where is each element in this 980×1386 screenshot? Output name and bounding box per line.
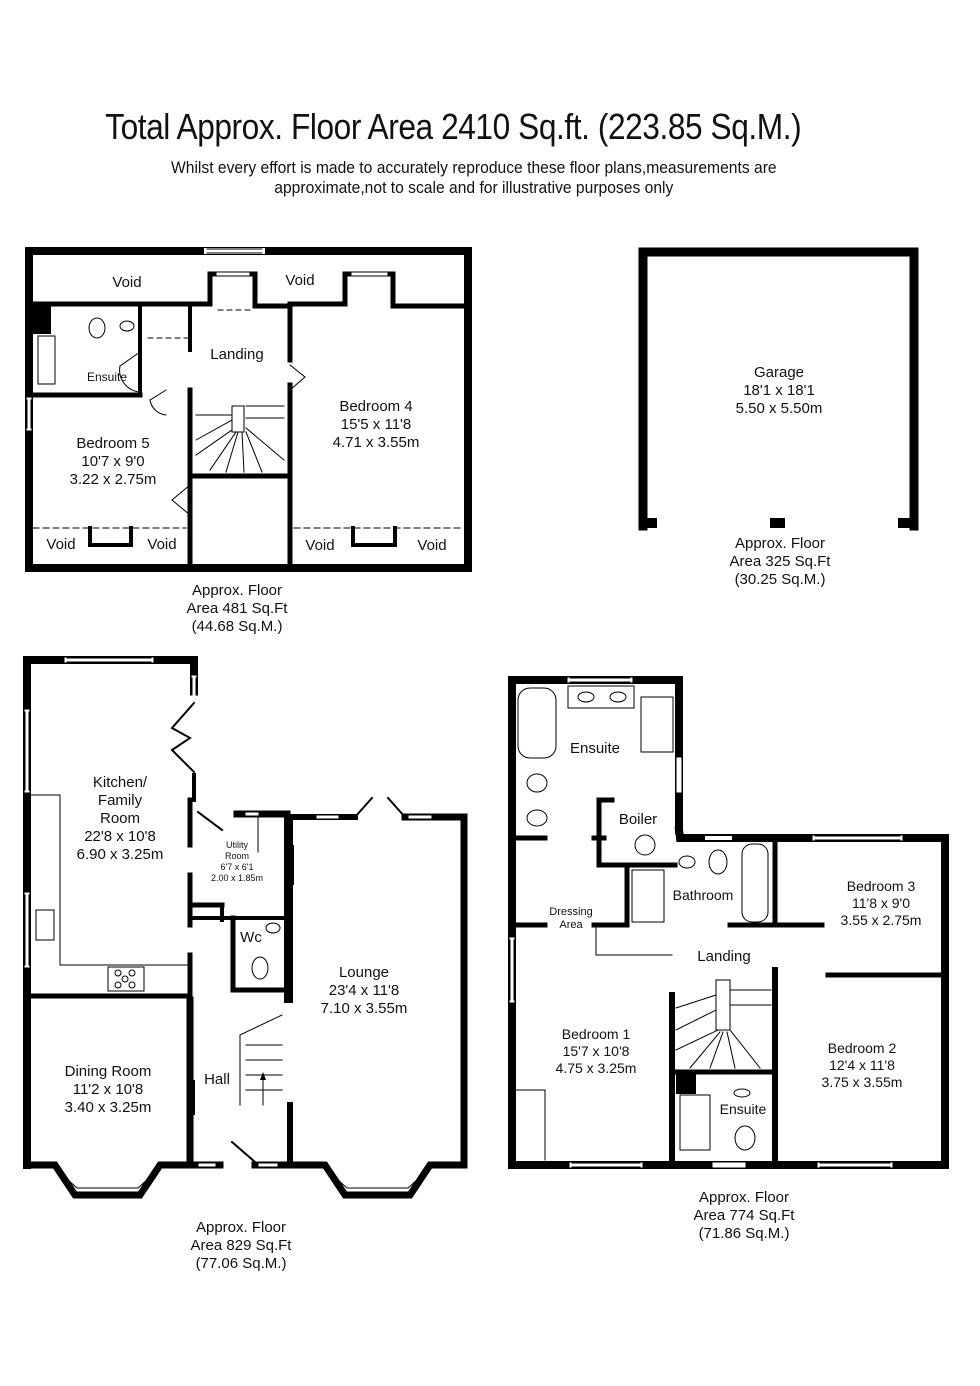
room-name: Room <box>224 851 249 861</box>
second-floor-area-caption: Approx. Floor Area 481 Sq.Ft (44.68 Sq.M… <box>187 582 288 636</box>
ground-floor-area-caption: Approx. Floor Area 829 Sq.Ft (77.06 Sq.M… <box>191 1219 292 1273</box>
room-name: Garage <box>753 364 805 381</box>
room-name: Utility <box>226 840 248 850</box>
caption-line: (77.06 Sq.M.) <box>195 1255 287 1272</box>
room-dimensions-metric: 6.90 x 3.25m <box>76 846 164 863</box>
room-label-ensuite: Ensuite <box>86 370 128 384</box>
caption-line: Area 481 Sq.Ft <box>186 600 288 617</box>
room-name: Family <box>97 792 143 809</box>
room-dimensions-imperial: 6'7 x 6'1 <box>220 862 254 872</box>
garage-area-caption: Approx. Floor Area 325 Sq.Ft (30.25 Sq.M… <box>730 535 831 589</box>
room-label-bedroom4: Bedroom 4 15'5 x 11'8 4.71 x 3.55m <box>333 398 420 452</box>
room-label-hall: Hall <box>204 1071 230 1088</box>
garage-plan <box>638 247 919 531</box>
room-dimensions-imperial: 11'8 x 9'0 <box>851 895 911 911</box>
room-label-void: Void <box>305 537 335 554</box>
room-label-lounge: Lounge 23'4 x 11'8 7.10 x 3.55m <box>321 964 408 1018</box>
room-label-landing: Landing <box>210 346 264 363</box>
caption-line: Approx. Floor <box>734 535 826 552</box>
room-dimensions-metric: 5.50 x 5.50m <box>735 400 823 417</box>
room-label-dressing-area: Dressing Area <box>549 906 592 932</box>
room-label-boiler: Boiler <box>618 811 658 828</box>
first-floor-plan <box>508 676 949 1169</box>
room-dimensions-imperial: 15'7 x 10'8 <box>562 1043 630 1059</box>
room-label-wc: Wc <box>240 929 262 946</box>
room-dimensions-imperial: 23'4 x 11'8 <box>328 982 400 999</box>
caption-line: Approx. Floor <box>698 1189 790 1206</box>
room-dimensions-metric: 4.75 x 3.25m <box>555 1060 637 1076</box>
room-name: Bedroom 2 <box>827 1040 897 1056</box>
room-label-garage: Garage 18'1 x 18'1 5.50 x 5.50m <box>736 364 823 418</box>
room-dimensions-imperial: 12'4 x 11'8 <box>829 1057 895 1073</box>
room-label-ensuite-b2: Ensuite <box>719 1101 767 1117</box>
disclaimer-line-1: Whilst every effort is made to accuratel… <box>170 158 777 177</box>
room-dimensions-imperial: 15'5 x 11'8 <box>340 416 412 433</box>
room-label-bedroom5: Bedroom 5 10'7 x 9'0 3.22 x 2.75m <box>70 435 157 489</box>
caption-line: Area 829 Sq.Ft <box>190 1237 292 1254</box>
ground-floor-plan <box>23 656 468 1199</box>
room-name: Dressing <box>549 906 593 918</box>
room-name: Bedroom 5 <box>76 435 150 452</box>
room-dimensions-metric: 3.55 x 2.75m <box>840 912 922 928</box>
room-label-dining: Dining Room 11'2 x 10'8 3.40 x 3.25m <box>65 1063 152 1117</box>
room-dimensions-imperial: 10'7 x 9'0 <box>81 453 145 470</box>
room-dimensions-metric: 7.10 x 3.55m <box>320 1000 408 1017</box>
room-dimensions-imperial: 18'1 x 18'1 <box>743 382 815 399</box>
room-label-kitchen: Kitchen/ Family Room 22'8 x 10'8 6.90 x … <box>77 774 164 864</box>
room-label-bedroom2: Bedroom 2 12'4 x 11'8 3.75 x 3.55m <box>822 1040 903 1091</box>
room-label-void: Void <box>46 536 76 553</box>
room-dimensions-metric: 3.75 x 3.55m <box>821 1074 903 1090</box>
page-title: Total Approx. Floor Area 2410 Sq.ft. (22… <box>105 106 802 147</box>
room-dimensions-imperial: 22'8 x 10'8 <box>84 828 156 845</box>
disclaimer-line-2: approximate,not to scale and for illustr… <box>274 178 674 197</box>
caption-line: Area 774 Sq.Ft <box>693 1207 795 1224</box>
room-label-void: Void <box>417 537 447 554</box>
caption-line: (71.86 Sq.M.) <box>698 1225 790 1242</box>
room-label-ensuite-master: Ensuite <box>569 740 621 757</box>
caption-line: Approx. Floor <box>195 1219 287 1236</box>
room-dimensions-metric: 3.40 x 3.25m <box>64 1099 152 1116</box>
room-name: Bedroom 3 <box>846 878 916 894</box>
room-label-bedroom3: Bedroom 3 11'8 x 9'0 3.55 x 2.75m <box>841 878 922 929</box>
caption-line: (44.68 Sq.M.) <box>191 618 283 635</box>
room-name: Lounge <box>338 964 390 981</box>
room-name: Area <box>559 919 583 931</box>
room-name: Kitchen/ <box>92 774 148 791</box>
room-label-landing: Landing <box>697 948 751 965</box>
second-floor-plan <box>25 247 472 572</box>
room-label-bathroom: Bathroom <box>672 887 734 903</box>
room-dimensions-metric: 4.71 x 3.55m <box>332 434 420 451</box>
room-dimensions-metric: 3.22 x 2.75m <box>69 471 157 488</box>
caption-line: (30.25 Sq.M.) <box>734 571 826 588</box>
room-name: Bedroom 1 <box>561 1026 631 1042</box>
room-label-bedroom1: Bedroom 1 15'7 x 10'8 4.75 x 3.25m <box>556 1026 637 1077</box>
room-label-void: Void <box>285 272 315 289</box>
room-label-utility: Utility Room 6'7 x 6'1 2.00 x 1.85m <box>211 840 263 884</box>
room-name: Bedroom 4 <box>339 398 413 415</box>
caption-line: Area 325 Sq.Ft <box>729 553 831 570</box>
room-name: Room <box>99 810 140 827</box>
room-label-void: Void <box>147 536 177 553</box>
room-dimensions-metric: 2.00 x 1.85m <box>210 873 264 883</box>
room-name: Dining Room <box>64 1063 152 1080</box>
first-floor-area-caption: Approx. Floor Area 774 Sq.Ft (71.86 Sq.M… <box>694 1189 795 1243</box>
caption-line: Approx. Floor <box>191 582 283 599</box>
room-dimensions-imperial: 11'2 x 10'8 <box>72 1081 144 1098</box>
room-label-void: Void <box>112 274 142 291</box>
